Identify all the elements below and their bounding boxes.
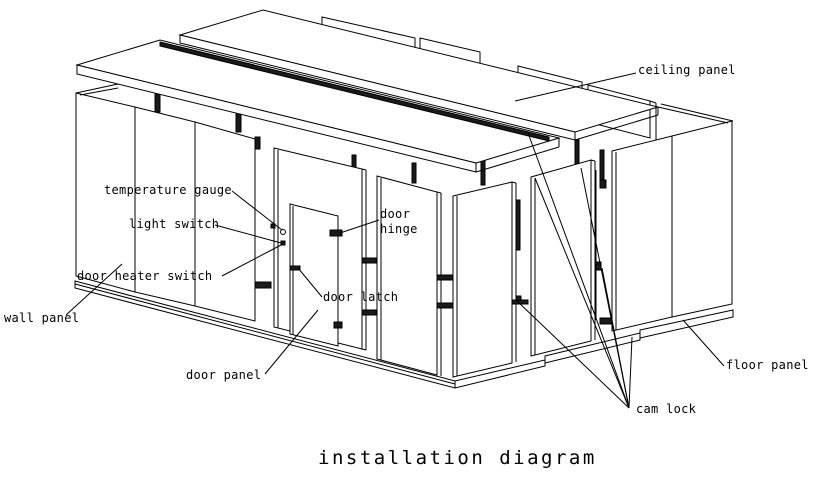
door-hinge-top [329,229,343,237]
light-switch-body [280,240,286,246]
door-leaf [289,203,339,347]
leader-lines [65,72,725,409]
ceiling-panels [75,9,660,173]
right-wall-panels [530,103,734,357]
label-wall-panel: wall panel [4,311,79,325]
left-wall-panels [75,83,272,322]
label-ceiling-panel: ceiling panel [638,63,736,77]
label-temperature-gauge: temperature gauge [104,183,232,197]
door-frame-panel [270,147,377,351]
label-door-heater-switch: door heater switch [77,269,212,283]
heater-switch-body [270,223,276,229]
label-door-hinge-line1: door [380,207,410,221]
caption: installation diagram [318,447,597,469]
label-cam-lock: cam lock [636,402,697,416]
label-door-latch: door latch [323,290,398,304]
label-light-switch: light switch [129,217,219,231]
temperature-gauge-dial [280,229,286,235]
front-wall-panels [376,175,529,378]
label-door-panel: door panel [186,368,261,382]
label-door-hinge-line2: hinge [380,222,418,236]
label-floor-panel: floor panel [726,358,809,372]
door-latch-handle [289,265,301,271]
door-hinge-bottom [333,321,343,329]
